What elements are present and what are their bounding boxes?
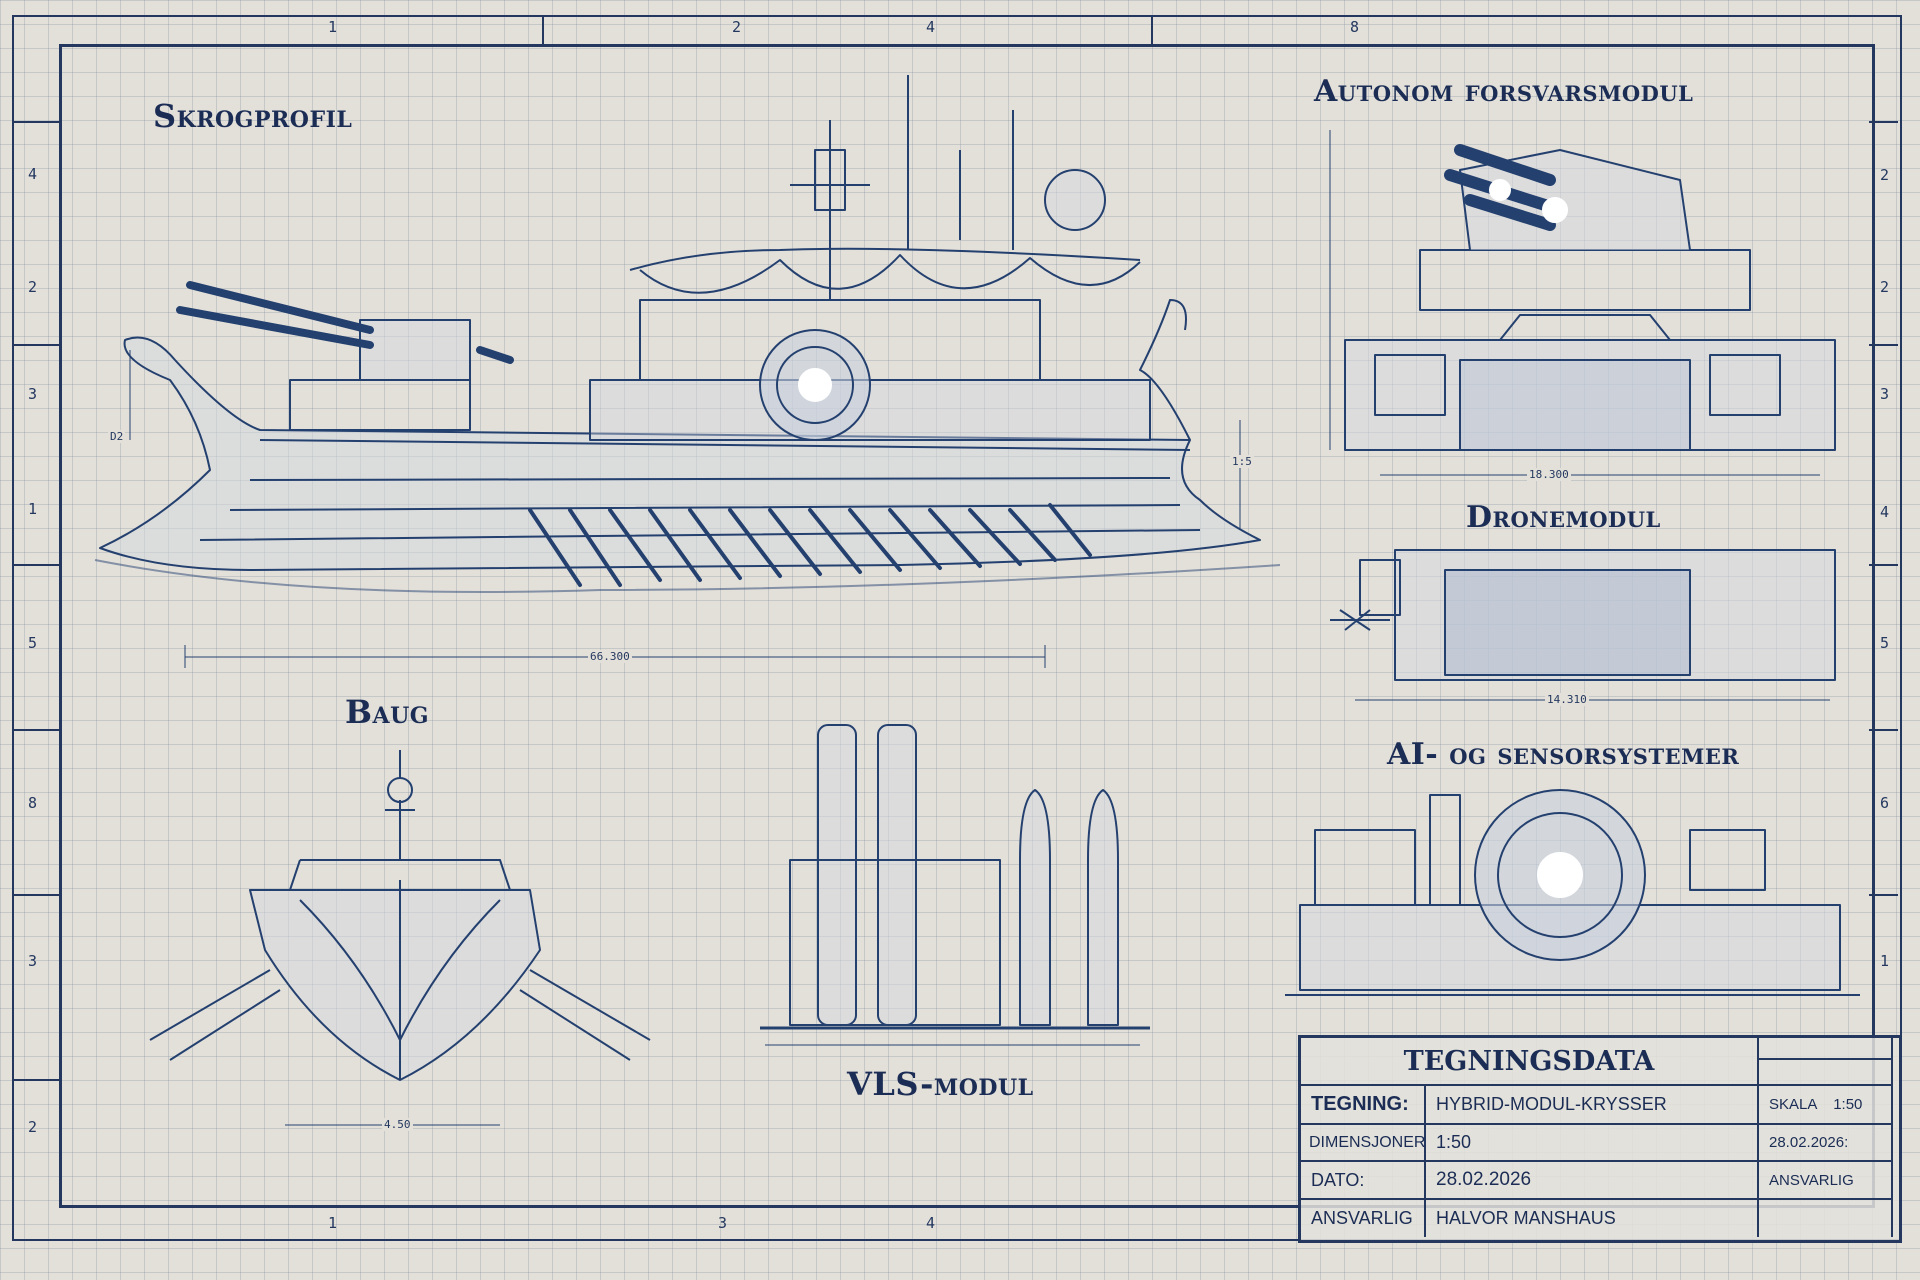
defense-module-drawing bbox=[1329, 130, 1836, 476]
row-side-scale: SKALA 1:50 bbox=[1759, 1086, 1893, 1125]
section-title-defense-module: Autonom forsvarsmodul bbox=[1314, 74, 1694, 109]
dimension-hull-left: D2 bbox=[108, 430, 126, 443]
row-side-date: 28.02.2026: bbox=[1759, 1125, 1893, 1162]
ruler-left-label: 2 bbox=[28, 1118, 38, 1136]
vls-drawing bbox=[760, 724, 1150, 1046]
section-title-vls: VLS-modul bbox=[847, 1065, 1034, 1103]
section-title-drone-module: Dronemodul bbox=[1466, 500, 1661, 535]
title-block: TEGNINGSDATA TEGNING: HYBRID-MODUL-KRYSS… bbox=[1298, 1035, 1902, 1243]
row-label-dimensions: DIMENSJONER bbox=[1301, 1125, 1426, 1162]
outer-border bbox=[12, 15, 1902, 1241]
ruler-right-label: 4 bbox=[1880, 503, 1890, 521]
row-label-date: DATO: bbox=[1301, 1162, 1426, 1200]
title-block-cell-empty bbox=[1759, 1060, 1893, 1086]
row-side-empty bbox=[1759, 1200, 1893, 1237]
dimension-hull-length: 66.300 bbox=[588, 650, 632, 663]
bow-drawing bbox=[149, 750, 651, 1126]
row-label-drawing: TEGNING: bbox=[1301, 1086, 1426, 1125]
ai-sensors-drawing bbox=[1285, 789, 1860, 996]
row-value-drawing: HYBRID-MODUL-KRYSSER bbox=[1426, 1086, 1759, 1125]
ruler-ticks bbox=[12, 15, 1898, 1081]
title-block-heading: TEGNINGSDATA bbox=[1301, 1038, 1759, 1086]
hull-profile-drawing bbox=[94, 75, 1281, 668]
dimension-drone: 14.310 bbox=[1545, 693, 1589, 706]
ruler-right-label: 2 bbox=[1880, 278, 1890, 296]
ruler-bottom-label: 3 bbox=[718, 1214, 728, 1232]
ruler-right-label: 3 bbox=[1880, 385, 1890, 403]
ruler-top-label: 8 bbox=[1350, 18, 1360, 36]
inner-border bbox=[59, 44, 1875, 1208]
ruler-top-label: 4 bbox=[926, 18, 936, 36]
ruler-top-label: 1 bbox=[328, 18, 338, 36]
ruler-left-label: 3 bbox=[28, 385, 38, 403]
ruler-left-label: 3 bbox=[28, 952, 38, 970]
title-block-cell-empty bbox=[1759, 1038, 1893, 1060]
dimension-bow: 4.50 bbox=[382, 1118, 413, 1131]
row-value-date: 28.02.2026 bbox=[1426, 1162, 1759, 1200]
ruler-left-label: 2 bbox=[28, 278, 38, 296]
row-value-dimensions: 1:50 bbox=[1426, 1125, 1759, 1162]
ruler-left-label: 8 bbox=[28, 794, 38, 812]
section-title-bow: Baug bbox=[345, 693, 430, 731]
section-title-ai-sensors: AI- og sensorsystemer bbox=[1387, 737, 1740, 772]
row-value-responsible: HALVOR MANSHAUS bbox=[1426, 1200, 1759, 1237]
row-side-responsible: ANSVARLIG bbox=[1759, 1162, 1893, 1200]
ruler-left-label: 4 bbox=[28, 165, 38, 183]
ruler-left-label: 1 bbox=[28, 500, 38, 518]
ruler-bottom-label: 4 bbox=[926, 1214, 936, 1232]
dimension-defense: 18.300 bbox=[1527, 468, 1571, 481]
ruler-right-label: 1 bbox=[1880, 952, 1890, 970]
ruler-top-label: 2 bbox=[732, 18, 742, 36]
ruler-right-label: 6 bbox=[1880, 794, 1890, 812]
section-title-hull: Skrogprofil bbox=[153, 97, 353, 135]
drone-module-drawing bbox=[1330, 549, 1836, 701]
row-label-responsible: ANSVARLIG bbox=[1301, 1200, 1426, 1237]
ruler-bottom-label: 1 bbox=[328, 1214, 338, 1232]
ruler-left-label: 5 bbox=[28, 634, 38, 652]
ruler-right-label: 2 bbox=[1880, 166, 1890, 184]
dimension-hull-height: 1:5 bbox=[1230, 455, 1254, 468]
ruler-right-label: 5 bbox=[1880, 634, 1890, 652]
